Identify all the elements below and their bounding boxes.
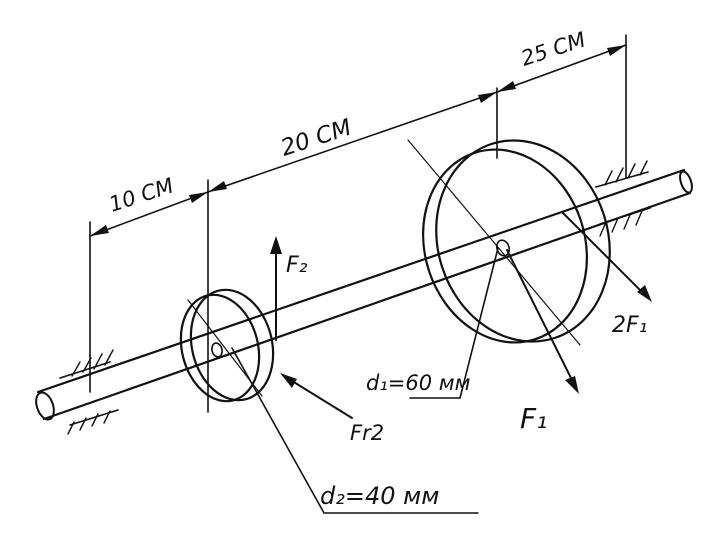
force-2f1-arrow	[561, 211, 649, 299]
small-disk-front-face	[179, 293, 261, 403]
small-disk-hub	[211, 342, 223, 358]
shaft-right-end	[679, 170, 693, 194]
right-bearing	[595, 160, 651, 237]
dimension-lines	[89, 34, 627, 413]
label-25cm: 25 СМ	[518, 27, 588, 70]
force-f1-arrow	[506, 249, 577, 389]
force-fr2-arrow	[283, 375, 353, 419]
large-disk-back-face	[435, 139, 611, 343]
dimension-line-10cm	[89, 191, 209, 237]
shaft-left-end	[35, 391, 55, 421]
label-10cm: 10 СМ	[106, 173, 176, 216]
label-f2: F₂	[286, 253, 308, 278]
dim-25-arrow-left	[497, 81, 516, 92]
dimension-line-25cm	[496, 44, 627, 93]
label-d1: d₁=60 мм	[366, 371, 471, 395]
shaft-bottom-edge	[42, 191, 692, 421]
small-disk-d2	[179, 288, 275, 403]
dim-20-arrow-right	[478, 92, 497, 103]
label-d2: d₂=40 мм	[320, 482, 439, 510]
label-fr2: Fr2	[350, 421, 384, 445]
large-disk-d1	[407, 139, 611, 346]
force-fr2-arrowhead	[280, 373, 297, 388]
force-2f1-arrowhead	[637, 285, 652, 302]
small-disk-back-face	[189, 288, 275, 402]
force-f2-arrowhead	[270, 236, 282, 254]
dim-25-arrow-right	[607, 45, 626, 56]
label-f1: F₁	[520, 402, 547, 435]
large-disk-centerline	[407, 139, 581, 346]
large-disk-front-face	[422, 148, 588, 344]
leader-d1	[409, 247, 499, 399]
dim-20-arrow-left	[208, 181, 227, 192]
dimension-line-20cm	[207, 91, 498, 193]
dim-10-arrow-left	[90, 225, 109, 236]
leader-d2	[231, 347, 479, 514]
force-f1-arrowhead	[565, 376, 579, 394]
left-bearing	[59, 349, 119, 435]
leader-lines	[231, 247, 499, 514]
forces	[270, 211, 652, 419]
dim-10-arrow-right	[189, 192, 208, 203]
label-2f1: 2F₁	[612, 313, 647, 338]
